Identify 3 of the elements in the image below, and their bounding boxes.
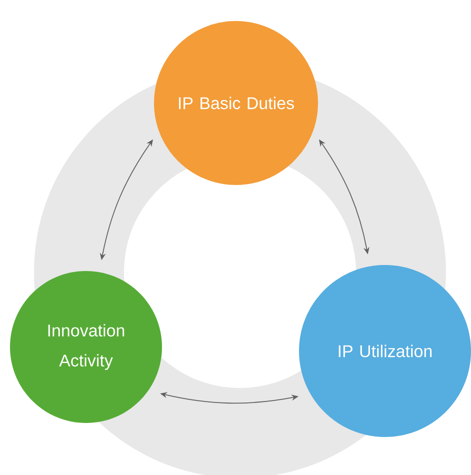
circle-node: Innovation Activity [10,271,162,423]
circle-node: IP Utilization [299,265,471,437]
circle-node: IP Basic Duties [154,21,318,185]
